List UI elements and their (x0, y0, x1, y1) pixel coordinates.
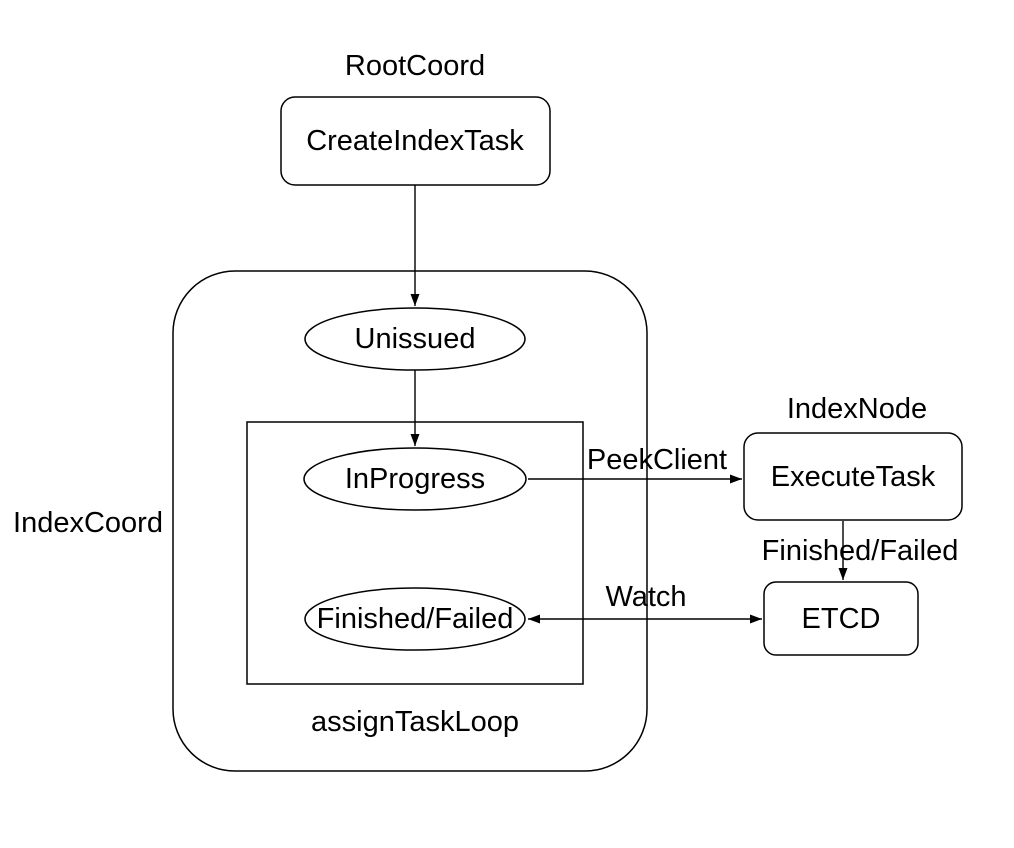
indexcoord-label: IndexCoord (13, 507, 163, 539)
peekclient-edge-label: PeekClient (587, 444, 727, 476)
finished-failed-edge-label: Finished/Failed (762, 535, 959, 567)
etcd-node (763, 581, 919, 656)
execute-task-node (743, 432, 963, 521)
finished-failed-state-label: Finished/Failed (317, 603, 514, 635)
finished-failed-state-node (304, 587, 526, 651)
unissued-label: Unissued (355, 323, 476, 355)
etcd-label: ETCD (802, 603, 881, 635)
indexcoord-container (172, 270, 648, 772)
in-progress-label: InProgress (345, 463, 485, 495)
indexnode-label: IndexNode (787, 393, 927, 425)
watch-edge-label: Watch (605, 581, 686, 613)
create-index-task-label: CreateIndexTask (306, 125, 524, 157)
rootcoord-label: RootCoord (345, 50, 485, 82)
in-progress-node (303, 447, 527, 511)
execute-task-label: ExecuteTask (771, 461, 936, 493)
assigntaskloop-label: assignTaskLoop (311, 706, 519, 738)
